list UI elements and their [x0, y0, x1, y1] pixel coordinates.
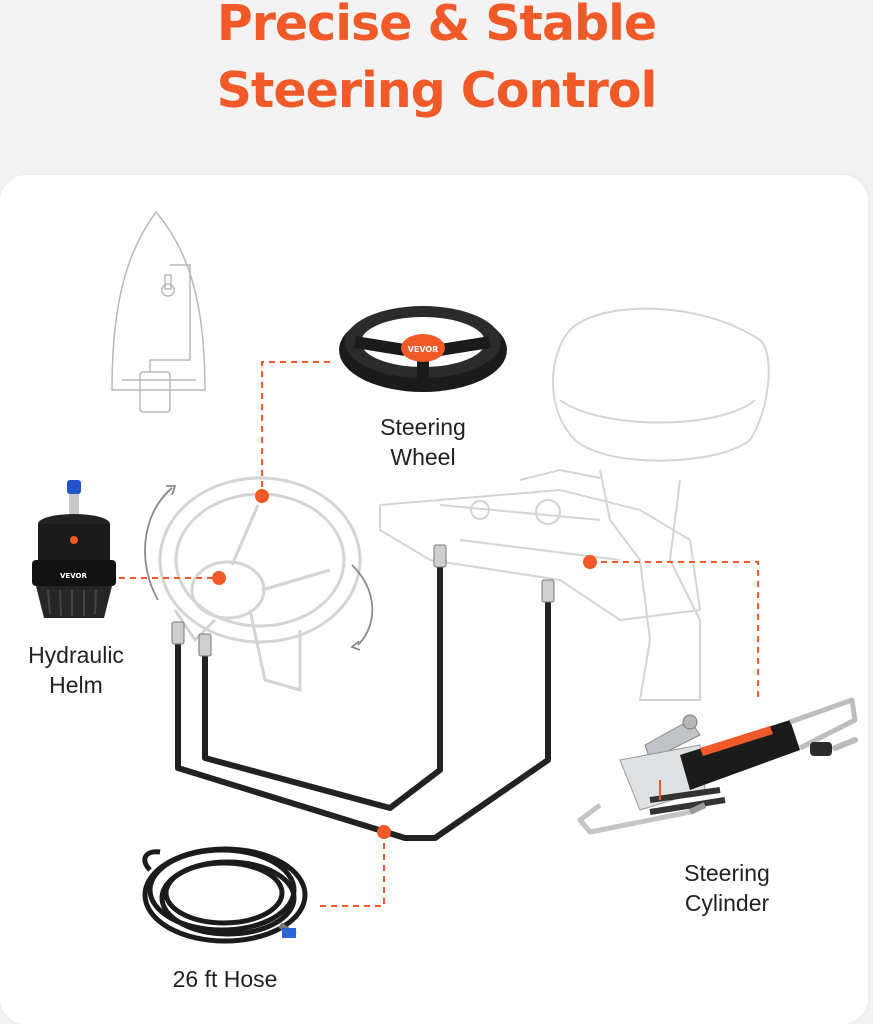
- label-hydraulic-helm-line-2: Helm: [49, 672, 103, 698]
- steering-cylinder-icon: [577, 697, 858, 835]
- label-steering-wheel-line-1: Steering: [380, 414, 466, 440]
- hose-coil-icon: [142, 846, 308, 944]
- callout-dots: [212, 489, 597, 839]
- hydraulic-hose-lines: [175, 562, 551, 841]
- hydraulic-helm-icon: VEVOR: [32, 480, 116, 618]
- steering-wheel-icon: VEVOR: [339, 306, 507, 392]
- label-steering-wheel-line-2: Wheel: [390, 444, 456, 470]
- label-hydraulic-helm-line-1: Hydraulic: [28, 642, 124, 668]
- label-steering-cylinder: Steering Cylinder: [667, 858, 787, 918]
- wheel-logo-text: VEVOR: [408, 345, 439, 354]
- callout-dashed-lines: [108, 361, 759, 907]
- label-hose: 26 ft Hose: [155, 964, 295, 994]
- ghost-steering-wheel-icon: [158, 476, 362, 692]
- label-hydraulic-helm: Hydraulic Helm: [16, 640, 136, 700]
- rotation-arrows-icon: [144, 485, 374, 651]
- headline-line-2: Steering Control: [216, 62, 658, 119]
- boat-outline-icon: [111, 210, 206, 413]
- hose-fittings: [171, 544, 555, 657]
- label-steering-wheel: Steering Wheel: [363, 412, 483, 472]
- label-steering-cylinder-line-1: Steering: [684, 860, 770, 886]
- label-hose-text: 26 ft Hose: [172, 966, 278, 992]
- label-steering-cylinder-line-2: Cylinder: [684, 890, 770, 916]
- headline-line-1: Precise & Stable: [216, 0, 657, 52]
- helm-logo-text: VEVOR: [60, 572, 87, 580]
